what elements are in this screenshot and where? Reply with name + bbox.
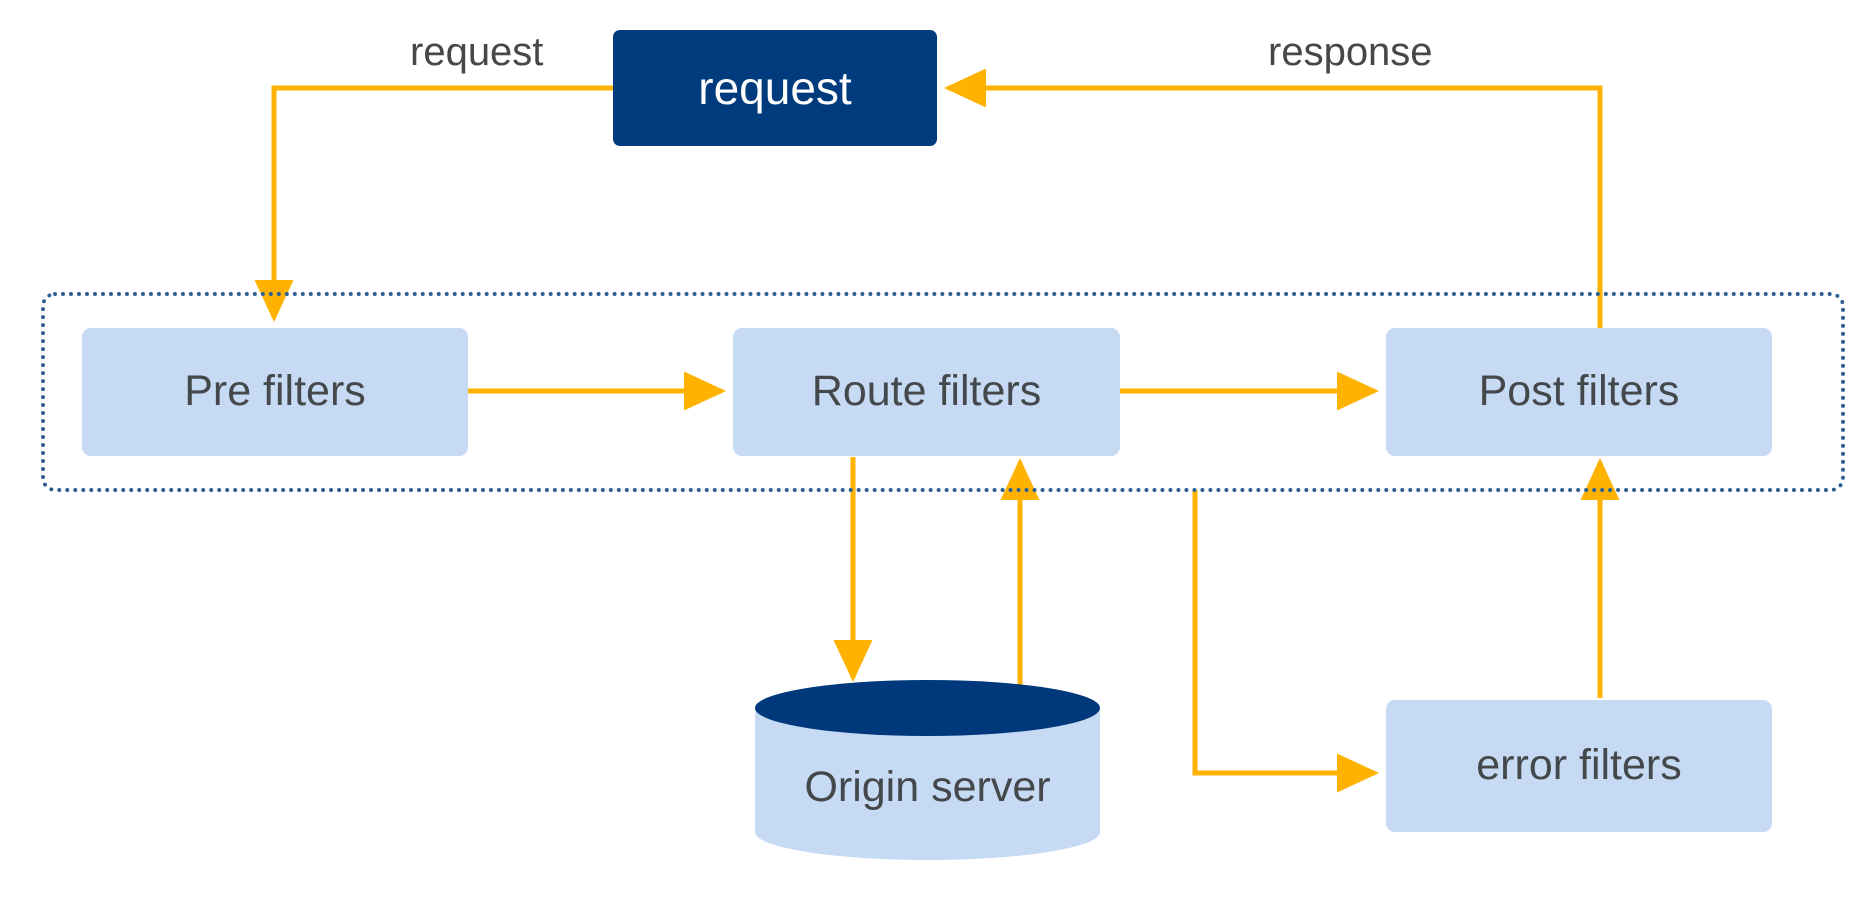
node-post-filters-label: Post filters — [1478, 367, 1680, 416]
node-route-filters[interactable]: Route filters — [733, 328, 1120, 456]
node-request-label: request — [698, 61, 852, 114]
cylinder-bottom-ellipse — [755, 804, 1100, 860]
edge-label-response: response — [1268, 30, 1433, 74]
node-error-filters[interactable]: error filters — [1386, 700, 1772, 832]
filter-zone-container — [41, 292, 1845, 492]
edge-route-to-error-filters — [1192, 490, 1380, 793]
node-pre-filters-label: Pre filters — [184, 367, 366, 416]
cylinder-top-ellipse — [755, 680, 1100, 736]
node-post-filters[interactable]: Post filters — [1386, 328, 1772, 456]
node-origin-server[interactable]: Origin server — [755, 680, 1100, 860]
edge-request-to-pre-filters — [254, 85, 613, 323]
node-pre-filters[interactable]: Pre filters — [82, 328, 468, 456]
node-error-filters-label: error filters — [1476, 741, 1682, 790]
node-route-filters-label: Route filters — [811, 367, 1042, 416]
node-origin-server-label: Origin server — [804, 763, 1051, 811]
node-request[interactable]: request — [613, 30, 937, 146]
edge-label-request: request — [410, 30, 544, 74]
